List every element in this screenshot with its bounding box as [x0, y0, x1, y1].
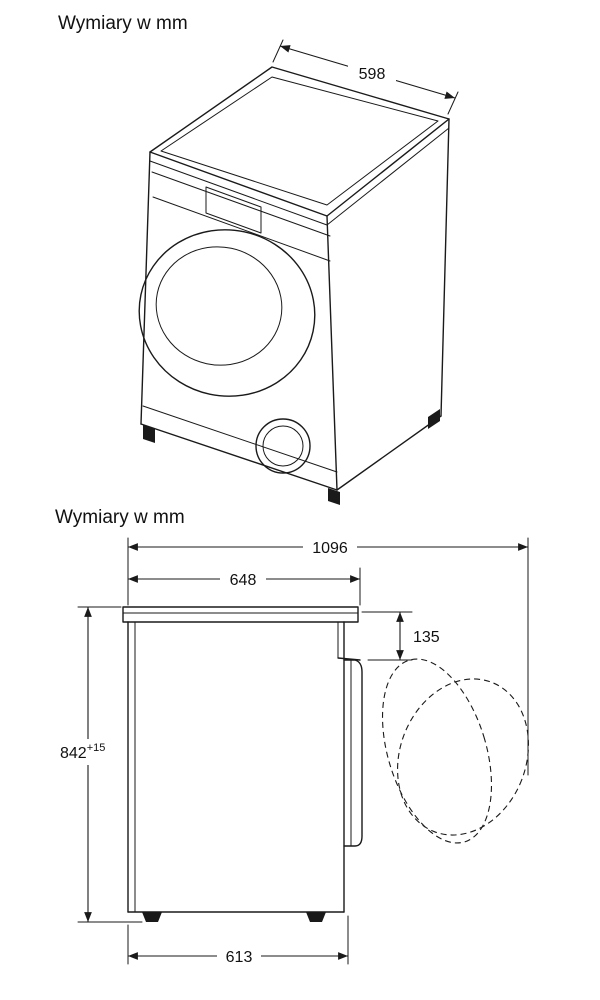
label-bg-648	[220, 568, 266, 590]
filter-door-outer	[255, 418, 311, 474]
dim-label-613: 613	[226, 949, 253, 966]
control-panel-bottom-line	[152, 196, 331, 262]
dim-top-width: 598	[272, 39, 459, 115]
dim-door-top-inset: 135	[361, 611, 440, 661]
side-bottom-edge	[336, 415, 442, 491]
dim-label-648: 648	[230, 572, 257, 589]
side-machine	[122, 606, 529, 922]
dim-label-598: 598	[359, 66, 386, 83]
control-panel-top-line	[151, 171, 331, 237]
top-diagram: Wymiary w mm 598	[58, 13, 459, 505]
dim-label-135: 135	[413, 629, 440, 646]
side-title: Wymiary w mm	[55, 507, 185, 528]
dim-label-842-tolerance: +15	[87, 742, 106, 754]
dim-depth-with-open-door: 1096	[127, 536, 529, 776]
back-right-edge	[440, 118, 450, 417]
door-glass	[155, 246, 283, 366]
label-bg-598	[348, 61, 396, 85]
front-right-edge	[326, 215, 338, 491]
dim-base-depth: 613	[127, 915, 349, 967]
top-title: Wymiary w mm	[58, 13, 188, 34]
front-bottom-edge	[140, 423, 338, 491]
plinth-line	[142, 405, 338, 473]
front-left-edge	[140, 151, 151, 425]
side-back-foot	[428, 409, 440, 429]
filter-door-inner	[262, 425, 304, 467]
door-outline	[343, 659, 363, 847]
label-bg-1096	[303, 536, 357, 558]
door-outer-ring	[138, 229, 316, 397]
right-foot	[306, 912, 326, 922]
isometric-machine	[138, 66, 450, 505]
ext-line-right	[447, 91, 459, 115]
label-bg-842	[56, 739, 118, 765]
side-diagram: Wymiary w mm 1096	[55, 507, 529, 967]
dim-label-1096: 1096	[312, 540, 348, 557]
display-window	[205, 186, 262, 234]
door-swing-position-1	[381, 658, 493, 844]
front-right-foot	[328, 488, 340, 505]
left-foot	[142, 912, 162, 922]
top-panel-outline	[122, 606, 359, 623]
lid-thickness-line	[149, 127, 450, 226]
lid-inner-edge	[160, 76, 439, 206]
label-bg-613	[217, 945, 261, 967]
dim-depth-total: 648	[127, 567, 361, 606]
ext-line-left	[272, 39, 284, 63]
front-left-foot	[143, 425, 155, 443]
dim-label-842-value: 842	[60, 745, 87, 762]
door-swing-position-2	[397, 678, 529, 836]
lid-outer-edge	[149, 66, 450, 217]
door-top-edge	[337, 657, 361, 661]
dim-label-842: 842+15	[60, 742, 105, 762]
dim-height: 842+15	[56, 606, 143, 923]
